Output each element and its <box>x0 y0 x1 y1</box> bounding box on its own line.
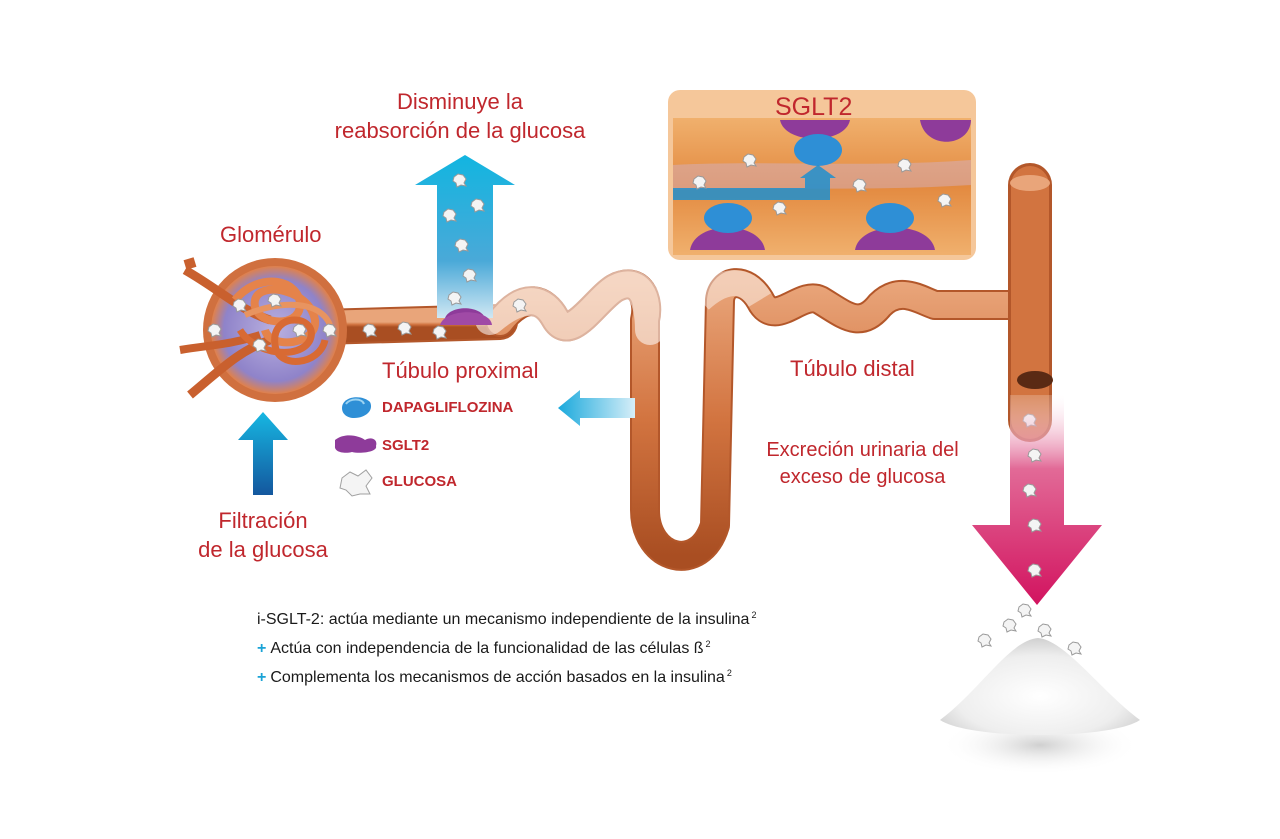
note-main-text: i-SGLT-2: actúa mediante un mecanismo in… <box>257 611 750 628</box>
note-item-1-text: Actúa con independencia de la funcionali… <box>270 640 704 657</box>
sglt2-inset <box>668 90 976 260</box>
plus-icon: + <box>257 669 267 686</box>
note-item-1: +Actúa con independencia de la funcional… <box>257 632 756 661</box>
note-main: i-SGLT-2: actúa mediante un mecanismo in… <box>257 603 756 632</box>
sglt2-icon <box>334 435 377 453</box>
reabsorption-label-line2: reabsorción de la glucosa <box>334 118 586 143</box>
legend-sglt2: SGLT2 <box>382 437 430 454</box>
excrecion-label: Excreción urinaria del exceso de glucosa <box>740 437 985 491</box>
filtracion-label-line2: de la glucosa <box>198 537 328 562</box>
tubulo-distal-label: Túbulo distal <box>790 356 915 381</box>
note-item-2-text: Complementa los mecanismos de acción bas… <box>270 669 725 686</box>
glucosa-icon <box>339 469 373 497</box>
legend-dapagliflozina: DAPAGLIFLOZINA <box>382 399 514 416</box>
note-main-ref: 2 <box>751 610 757 620</box>
filtracion-label-line1: Filtración <box>218 508 308 533</box>
filtracion-label: Filtración de la glucosa <box>178 506 348 564</box>
excrecion-label-line2: exceso de glucosa <box>779 466 946 488</box>
excretion-side-arrow <box>558 390 635 426</box>
tubulo-proximal-label: Túbulo proximal <box>382 358 539 383</box>
dapagliflozina-icon <box>342 397 372 418</box>
legend-icons <box>334 397 377 497</box>
legend-glucosa: GLUCOSA <box>382 473 457 490</box>
note-item-1-ref: 2 <box>705 639 711 649</box>
filtration-arrow <box>238 412 288 495</box>
sugar-pile <box>940 603 1140 775</box>
urinary-excretion-arrow <box>972 395 1102 605</box>
glomerulo-label: Glomérulo <box>220 222 322 247</box>
note-item-2-ref: 2 <box>726 668 732 678</box>
reabsorption-label: Disminuye la reabsorción de la glucosa <box>300 87 620 145</box>
inset-title: SGLT2 <box>775 93 853 121</box>
mechanism-notes: i-SGLT-2: actúa mediante un mecanismo in… <box>257 603 756 690</box>
excrecion-label-line1: Excreción urinaria del <box>766 439 959 461</box>
note-item-2: +Complementa los mecanismos de acción ba… <box>257 661 756 690</box>
plus-icon: + <box>257 640 267 657</box>
reabsorption-label-line1: Disminuye la <box>397 89 523 114</box>
reabsorption-arrow <box>415 155 515 318</box>
tubule <box>302 163 1053 571</box>
sglt2-on-tubule <box>440 312 492 325</box>
glomerulus <box>179 257 347 402</box>
